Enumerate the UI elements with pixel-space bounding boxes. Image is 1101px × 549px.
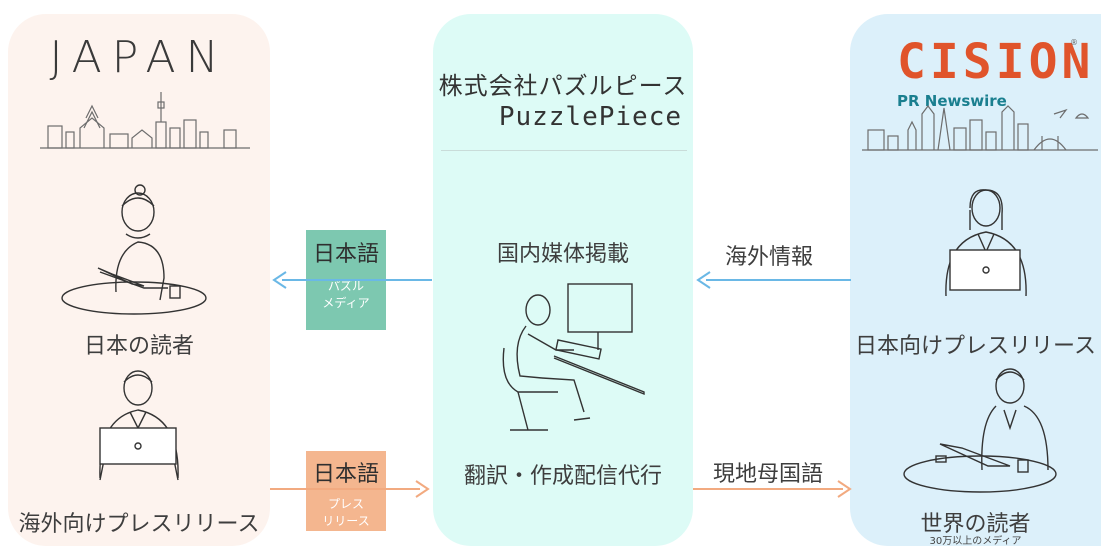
world-skyline-icon <box>862 105 1098 151</box>
arrow-right-head-icon-2 <box>837 480 852 498</box>
local-language-label: 現地母国語 <box>713 462 824 487</box>
japan-release-person-icon <box>945 189 1027 297</box>
arrow-from-japan-line <box>270 488 420 490</box>
tag-orange-main: 日本語 <box>312 462 379 487</box>
japanese-press-release-tag: 日本語 プレス リリース <box>306 451 386 531</box>
cision-logo: CISION <box>897 34 1094 90</box>
office-worker-illustration-icon <box>502 283 645 431</box>
registered-mark: ® <box>1070 38 1078 47</box>
overseas-release-label: 海外向けプレスリリース <box>18 512 260 537</box>
arrow-left-head-icon <box>272 271 287 289</box>
company-divider <box>441 150 687 151</box>
japan-title: JAPAN <box>49 32 229 83</box>
arrow-left-head-icon-2 <box>696 271 711 289</box>
tag-green-sub: パズル メディア <box>306 278 386 312</box>
arrow-right-head-icon <box>415 480 430 498</box>
cision-logo-text: CISION <box>897 34 1095 90</box>
japanese-reader-label: 日本の読者 <box>83 334 194 359</box>
tag-green-sub2: メディア <box>322 296 370 310</box>
domestic-media-label: 国内媒体掲載 <box>496 242 629 267</box>
tag-green-main: 日本語 <box>312 242 379 267</box>
tag-orange-sub1: プレス <box>327 497 364 511</box>
pr-newswire-logo: PR Newswire <box>897 92 1007 110</box>
arrow-to-company-line <box>706 279 851 281</box>
company-name-jp: 株式会社パズルピース <box>438 72 688 100</box>
world-reader-note: 30万以上のメディア <box>929 536 1022 547</box>
overseas-release-person-icon <box>99 370 179 481</box>
tag-orange-sub: プレス リリース <box>306 496 386 530</box>
world-reader-illustration-icon <box>903 368 1057 493</box>
tag-orange-sub2: リリース <box>322 514 370 528</box>
translation-distribution-label: 翻訳・作成配信代行 <box>463 464 662 489</box>
japanese-reader-illustration-icon <box>61 184 207 315</box>
arrow-to-japan-line <box>282 279 432 281</box>
world-reader-label: 世界の読者 <box>920 512 1031 537</box>
overseas-info-label: 海外情報 <box>725 245 814 270</box>
company-panel <box>433 14 693 546</box>
japan-release-label: 日本向けプレスリリース <box>855 334 1096 359</box>
japan-skyline-icon <box>40 92 250 149</box>
arrow-to-world-line <box>693 488 843 490</box>
tag-green-sub1: パズル <box>327 279 364 293</box>
company-name-en: PuzzlePiece <box>498 102 682 132</box>
